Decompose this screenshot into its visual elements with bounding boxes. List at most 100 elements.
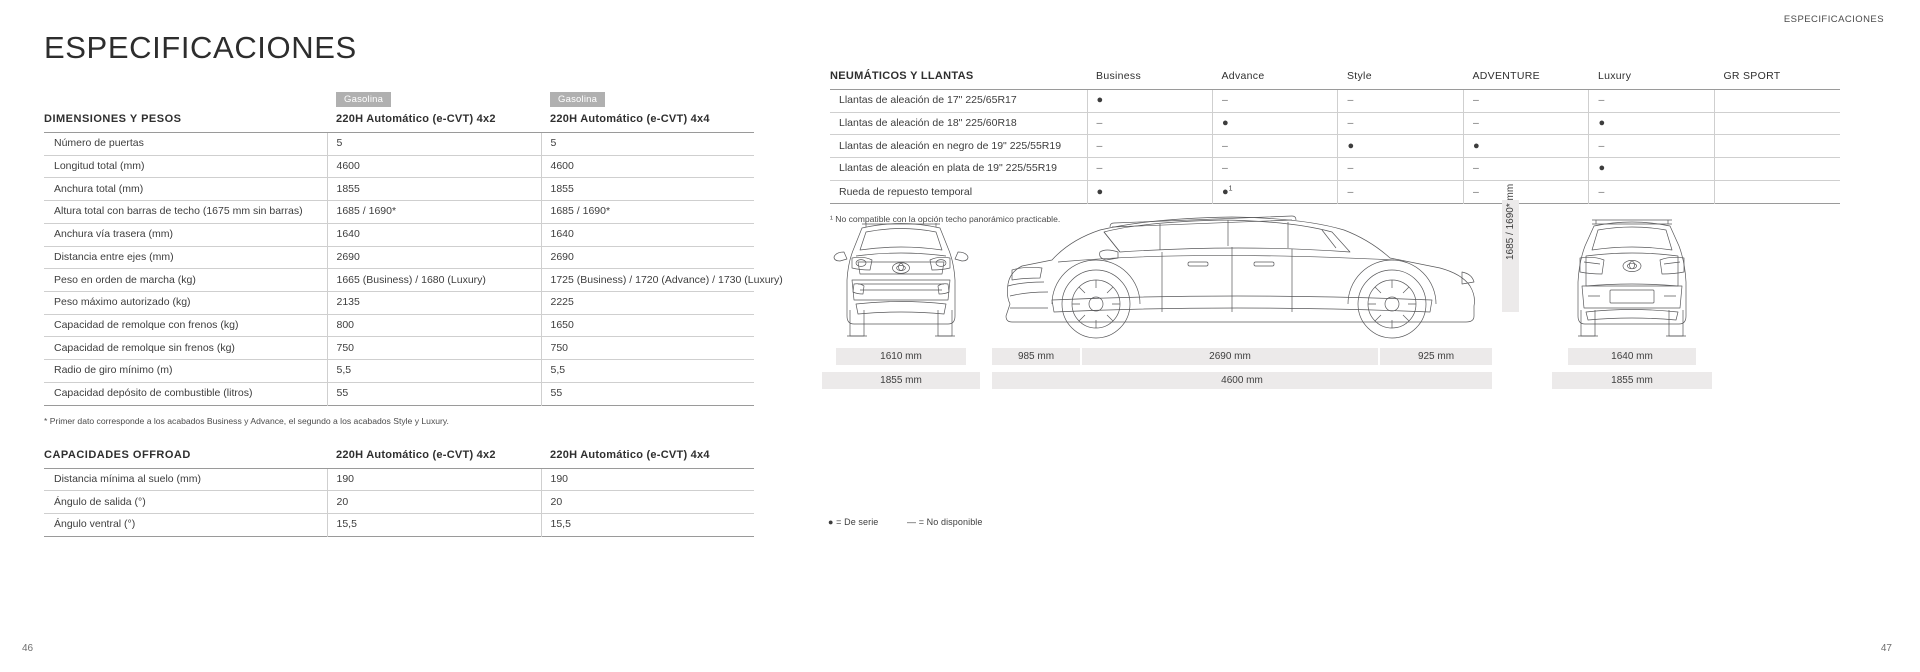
not-available-dash-icon: – xyxy=(1222,94,1228,107)
not-available-dash-icon: – xyxy=(1347,185,1354,198)
available-dot-icon: ● xyxy=(1222,117,1229,130)
row-value-4x2: 20 xyxy=(326,490,541,514)
right-column: NEUMÁTICOS Y LLANTAS Business Advance St… xyxy=(830,70,1840,225)
side-view-diagram: 985 mm 2690 mm 925 mm 4600 mm xyxy=(992,200,1492,389)
availability-luxury: – xyxy=(1588,89,1715,113)
available-dot-icon: ● xyxy=(1598,117,1606,130)
dimensions-weights-table: DIMENSIONES Y PESOS Gasolina 220H Automá… xyxy=(44,92,783,406)
not-available-dash-icon: – xyxy=(1222,139,1228,152)
dimensions-footnote: * Primer dato corresponde a los acabados… xyxy=(44,415,449,426)
availability-advance: – xyxy=(1211,89,1338,113)
availability-style: ● xyxy=(1337,134,1464,158)
left-column: ESPECIFICACIONES DIMENSIONES Y PESOS Gas… xyxy=(44,30,783,537)
table-row: Capacidad de remolque con frenos (kg)800… xyxy=(44,314,754,337)
row-label: Número de puertas xyxy=(54,137,144,150)
row-value-4x4: 750 xyxy=(540,336,754,360)
not-available-dash-icon: – xyxy=(1347,117,1354,130)
availability-style: – xyxy=(1337,180,1464,204)
row-value-4x2: 1640 xyxy=(326,223,541,247)
available-dot-icon: ● xyxy=(1472,139,1480,152)
row-value-4x4: 2690 xyxy=(540,246,754,269)
tyres-trim-adventure: ADVENTURE xyxy=(1463,70,1589,90)
row-value-4x4: 55 xyxy=(540,382,754,406)
available-dot-icon: ●1 xyxy=(1222,185,1233,198)
row-value-4x2: 15,5 xyxy=(326,513,541,537)
front-width-dimension: 1855 mm xyxy=(822,372,980,389)
fuel-badge-gasolina-2: Gasolina xyxy=(550,92,606,107)
row-value-4x2: 1665 (Business) / 1680 (Luxury) xyxy=(326,268,541,292)
row-label: Llantas de aleación de 17" 225/65R17 xyxy=(839,94,1017,107)
side-view-drawing xyxy=(1005,215,1475,339)
availability-adventure: ● xyxy=(1462,134,1589,158)
offroad-capacities-table: CAPACIDADES OFFROAD 220H Automático (e-C… xyxy=(44,448,754,537)
availability-adventure: – xyxy=(1462,157,1589,181)
rear-track-dimension: 1640 mm xyxy=(1568,348,1696,365)
table-row: Capacidad de remolque sin frenos (kg)750… xyxy=(44,336,754,360)
folio-right: 47 xyxy=(1880,643,1892,654)
fuel-badge-gasolina-1: Gasolina xyxy=(336,92,392,107)
row-value-4x4: 2225 xyxy=(540,291,754,315)
row-value-4x2: 2135 xyxy=(326,291,541,315)
availability-gr-sport xyxy=(1713,157,1840,181)
availability-business: – xyxy=(1086,112,1213,135)
availability-business: – xyxy=(1086,157,1213,181)
table-row: Capacidad depósito de combustible (litro… xyxy=(44,382,754,406)
row-label: Peso máximo autorizado (kg) xyxy=(54,296,191,309)
row-value-4x4: 5 xyxy=(540,132,754,156)
row-value-4x4: 20 xyxy=(540,490,754,514)
tyres-trim-luxury: Luxury xyxy=(1588,70,1715,90)
row-value-4x4: 1725 (Business) / 1720 (Advance) / 1730 … xyxy=(540,268,783,292)
offroad-column-2-name: 220H Automático (e-CVT) 4x4 xyxy=(541,448,754,469)
available-dot-icon: ● xyxy=(1096,185,1104,198)
not-available-dash-icon: – xyxy=(1472,117,1479,130)
legend-no-disponible: — = No disponible xyxy=(907,517,983,527)
availability-luxury: ● xyxy=(1588,157,1715,181)
row-label: Capacidad depósito de combustible (litro… xyxy=(54,387,253,400)
running-head: ESPECIFICACIONES xyxy=(1783,14,1884,25)
not-available-dash-icon: – xyxy=(1472,162,1479,175)
folio-left: 46 xyxy=(22,643,34,654)
available-dot-icon: ● xyxy=(1096,94,1104,107)
row-value-4x4: 1855 xyxy=(540,177,754,201)
row-label: Llantas de aleación en plata de 19" 225/… xyxy=(839,162,1057,175)
side-rear-overhang-dimension: 925 mm xyxy=(1380,348,1492,365)
dimensions-column-1-name: 220H Automático (e-CVT) 4x2 xyxy=(336,113,496,125)
not-available-dash-icon: – xyxy=(1598,94,1605,107)
table-row: Llantas de aleación de 17" 225/65R17●–––… xyxy=(830,89,1840,113)
offroad-section: CAPACIDADES OFFROAD 220H Automático (e-C… xyxy=(44,448,754,537)
offroad-column-1-name: 220H Automático (e-CVT) 4x2 xyxy=(327,448,541,469)
available-dot-icon: ● xyxy=(1598,162,1606,175)
dimensions-column-1: Gasolina 220H Automático (e-CVT) 4x2 xyxy=(327,92,541,133)
availability-style: – xyxy=(1337,89,1464,113)
availability-gr-sport xyxy=(1713,89,1840,113)
availability-adventure: – xyxy=(1462,180,1589,204)
row-value-4x2: 55 xyxy=(326,382,541,406)
row-value-4x2: 750 xyxy=(326,336,541,360)
row-value-4x2: 1855 xyxy=(326,177,541,201)
page-title: ESPECIFICACIONES xyxy=(44,30,357,65)
not-available-dash-icon: – xyxy=(1598,139,1605,152)
dimensions-section-title: DIMENSIONES Y PESOS xyxy=(44,92,327,133)
dimensions-column-2-name: 220H Automático (e-CVT) 4x4 xyxy=(550,113,710,125)
availability-gr-sport xyxy=(1713,112,1840,135)
availability-advance: – xyxy=(1211,157,1338,181)
row-label: Anchura vía trasera (mm) xyxy=(54,228,174,241)
row-value-4x4: 1685 / 1690* xyxy=(540,200,754,224)
row-value-4x2: 190 xyxy=(326,468,541,491)
front-track-dimension: 1610 mm xyxy=(836,348,966,365)
row-label: Llantas de aleación de 18" 225/60R18 xyxy=(839,117,1017,130)
availability-style: – xyxy=(1337,112,1464,135)
side-height-dimension-label: 1685 / 1690* mm xyxy=(1505,183,1516,260)
row-label: Distancia entre ejes (mm) xyxy=(54,250,174,263)
availability-adventure: – xyxy=(1462,89,1589,113)
available-dot-icon: ● xyxy=(1347,139,1355,152)
row-value-4x2: 2690 xyxy=(326,246,541,269)
not-available-dash-icon: – xyxy=(1096,139,1103,152)
